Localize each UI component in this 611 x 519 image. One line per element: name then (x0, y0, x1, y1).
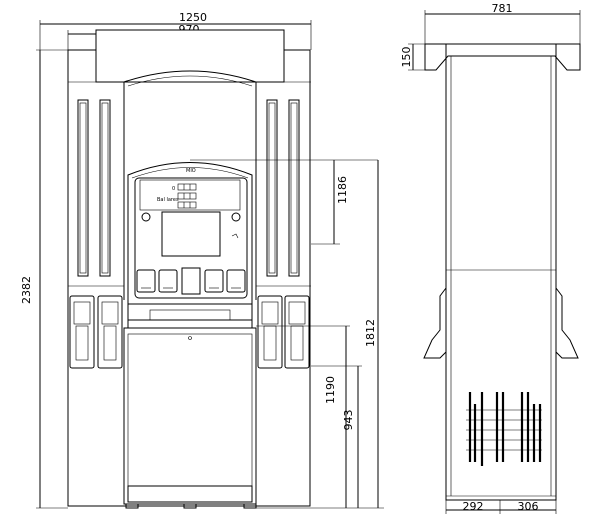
right-nozzles (257, 295, 310, 369)
price-line-2: Bal lares (157, 197, 179, 203)
side-right-nozzle (555, 287, 579, 359)
side-left-nozzle (423, 287, 447, 359)
left-slot-2 (99, 99, 111, 277)
price-line-1: 0 (172, 186, 175, 192)
front-view: 1250 970 2382 (20, 11, 384, 509)
depth-label: 781 (492, 2, 513, 15)
left-slot-1 (77, 99, 89, 277)
cabinet-base (127, 485, 253, 503)
display-base (127, 303, 253, 329)
base-height-label: 943 (342, 410, 355, 431)
side-view: 781 150 (400, 2, 581, 514)
right-slot-2 (288, 99, 300, 277)
dispenser-body (67, 49, 311, 507)
left-knob (141, 212, 151, 222)
lower-cabinet (123, 327, 257, 505)
base-left-label: 292 (463, 500, 484, 513)
display-head (127, 162, 253, 321)
overall-height-label: 2382 (20, 276, 33, 304)
feet (125, 503, 257, 509)
brand-label: MIO (186, 168, 196, 174)
base-right-label: 306 (518, 500, 539, 513)
display-frame (134, 177, 248, 299)
price-digit-grid (177, 183, 197, 209)
right-knob (231, 212, 241, 222)
nozzle-height-label: 1812 (364, 319, 377, 347)
canopy-arch (123, 70, 257, 83)
vent-grille (468, 392, 542, 466)
vent-rows (466, 409, 542, 451)
upper-height-label: 1186 (336, 176, 349, 204)
lower-height-label: 1190 (324, 376, 337, 404)
button-row (136, 267, 246, 295)
display-screen (161, 211, 221, 257)
price-panel (139, 179, 241, 211)
left-nozzles (69, 295, 123, 369)
side-canopy (424, 43, 581, 71)
canopy-box (95, 29, 285, 83)
top-height-label: 150 (400, 47, 413, 68)
overall-width-label: 1250 (179, 11, 207, 24)
side-body (445, 43, 557, 501)
right-slot-1 (266, 99, 278, 277)
